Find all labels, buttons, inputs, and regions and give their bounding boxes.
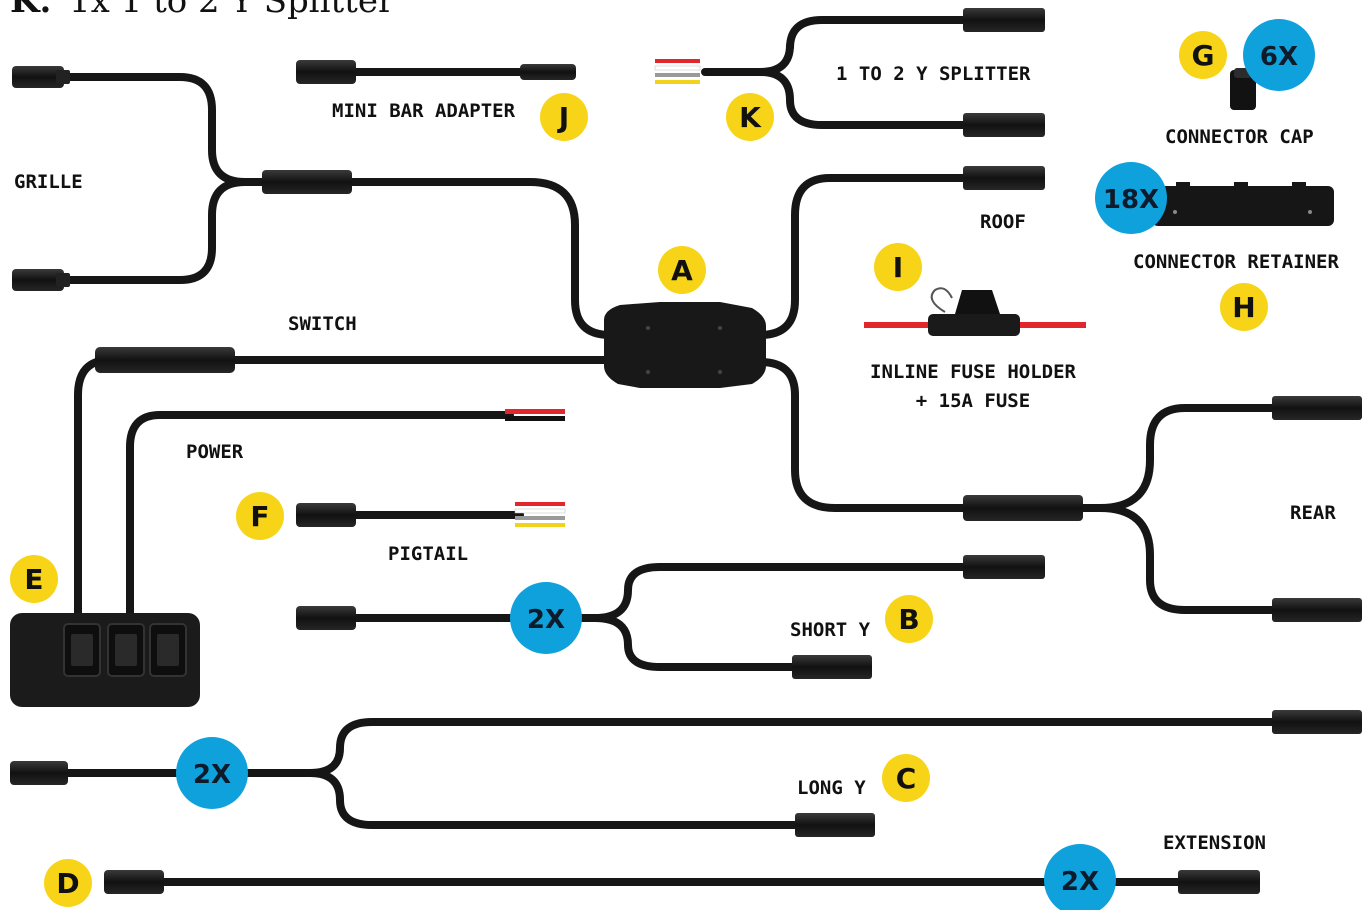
page-title: K. 1x 1 to 2 Y Splitter (10, 0, 395, 21)
label-y-splitter: 1 TO 2 Y SPLITTER (836, 63, 1031, 85)
connector-plugs (10, 8, 1362, 894)
switch-panel-icon (10, 613, 200, 707)
badge-k: K (726, 93, 774, 141)
label-long-y: LONG Y (797, 777, 866, 799)
connector-plug-icon (963, 166, 1045, 190)
svg-text:G: G (1192, 39, 1215, 72)
connector-plug-icon (963, 113, 1045, 137)
badge-h: H (1220, 283, 1268, 331)
label-pigtail: PIGTAIL (388, 543, 468, 565)
connector-plug-icon (792, 655, 872, 679)
label-connector-cap: CONNECTOR CAP (1165, 126, 1314, 148)
connector-plug-icon (795, 813, 875, 837)
label-roof: ROOF (980, 211, 1026, 233)
badge-short-y-qty: 2X (510, 582, 582, 654)
badge-e: E (10, 555, 58, 603)
connector-plug-icon (296, 503, 356, 527)
svg-text:J: J (557, 101, 569, 134)
badge-g: G (1179, 31, 1227, 79)
label-extension: EXTENSION (1163, 832, 1266, 854)
label-rear: REAR (1290, 502, 1336, 524)
connector-plug-icon (520, 64, 576, 80)
label-inline-fuse-line2: + 15A FUSE (916, 390, 1030, 412)
label-mini-bar-adapter: MINI BAR ADAPTER (332, 100, 516, 122)
quantity-badges: 6X 18X 2X 2X 2X (176, 19, 1315, 910)
connector-plug-icon (963, 555, 1045, 579)
connector-plug-icon (296, 606, 356, 630)
connector-plug-icon (95, 347, 235, 373)
connector-plug-icon (963, 8, 1045, 32)
fuse-holder-icon (864, 287, 1086, 336)
connector-plug-icon (12, 66, 70, 88)
svg-text:2X: 2X (527, 605, 565, 635)
connector-plug-icon (1272, 598, 1362, 622)
badge-d: D (44, 859, 92, 907)
svg-text:C: C (896, 762, 917, 795)
label-power: POWER (186, 441, 244, 463)
label-short-y: SHORT Y (790, 619, 871, 641)
label-inline-fuse-line1: INLINE FUSE HOLDER (870, 361, 1076, 383)
svg-text:K: K (739, 101, 762, 134)
svg-text:6X: 6X (1260, 42, 1298, 72)
badge-j: J (540, 93, 588, 141)
svg-text:E: E (24, 563, 43, 596)
svg-text:B: B (898, 603, 919, 636)
svg-text:18X: 18X (1103, 185, 1159, 215)
badge-f: F (236, 492, 284, 540)
svg-text:I: I (893, 251, 903, 284)
cable-runs (51, 16, 1314, 886)
badge-retainer-qty: 18X (1095, 162, 1167, 234)
connector-plug-icon (1272, 710, 1362, 734)
connector-retainer-icon (1152, 182, 1334, 226)
badge-long-y-qty: 2X (176, 737, 248, 809)
connector-plug-icon (1272, 396, 1362, 420)
badge-extension-qty: 2X (1044, 844, 1116, 910)
svg-text:2X: 2X (1061, 867, 1099, 897)
label-switch: SWITCH (288, 313, 357, 335)
connector-plug-icon (104, 870, 164, 894)
badge-b: B (885, 595, 933, 643)
connector-plug-icon (963, 495, 1083, 521)
connector-plug-icon (296, 60, 356, 84)
badge-cap-qty: 6X (1243, 19, 1315, 91)
svg-text:A: A (671, 254, 693, 287)
wiring-hub-icon (604, 302, 766, 388)
svg-text:H: H (1232, 291, 1255, 324)
svg-text:F: F (250, 500, 269, 533)
connector-plug-icon (1178, 870, 1260, 894)
component-labels: GRILLE MINI BAR ADAPTER 1 TO 2 Y SPLITTE… (14, 63, 1339, 854)
stripped-wire-ends (505, 59, 701, 527)
letter-badges: A B C D E F G H I J K (10, 31, 1268, 907)
connector-plug-icon (10, 761, 68, 785)
label-grille: GRILLE (14, 171, 83, 193)
connector-plug-icon (262, 170, 352, 194)
svg-text:D: D (56, 867, 79, 900)
badge-i: I (874, 243, 922, 291)
label-connector-retainer: CONNECTOR RETAINER (1133, 251, 1339, 273)
connector-plug-icon (12, 269, 70, 291)
svg-text:2X: 2X (193, 760, 231, 790)
badge-a: A (658, 246, 706, 294)
badge-c: C (882, 754, 930, 802)
